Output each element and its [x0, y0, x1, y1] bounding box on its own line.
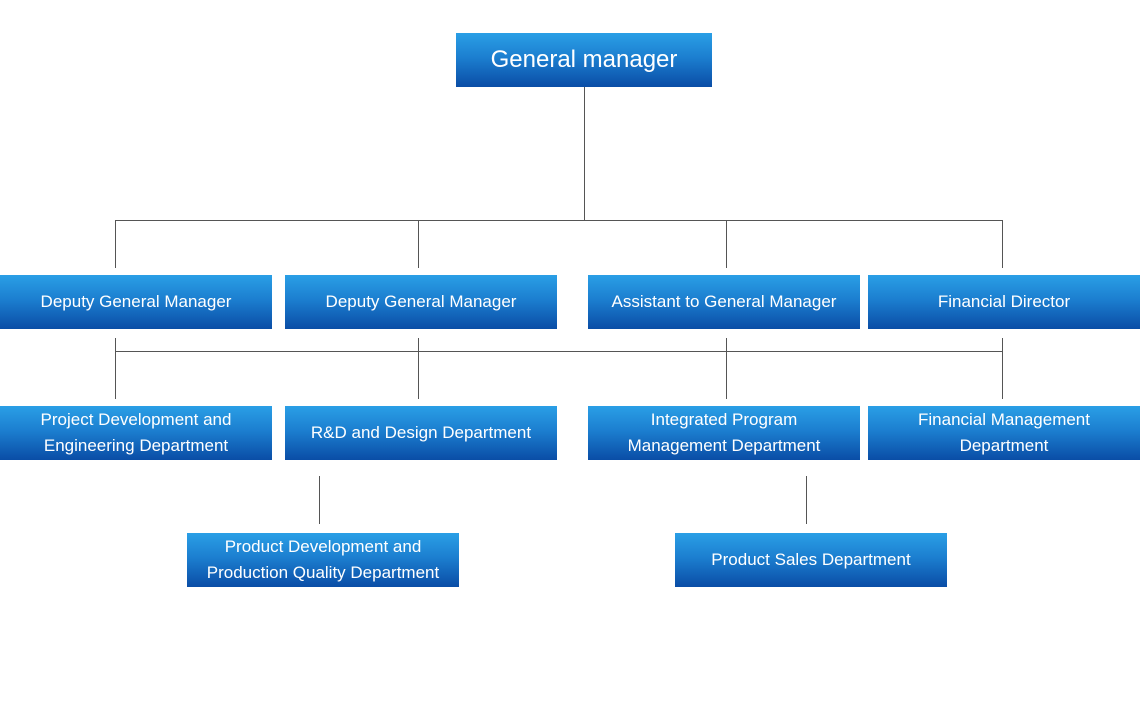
node-label-line-2: Department — [959, 436, 1049, 455]
node-product-development-quality-dept: Product Development and Production Quali… — [187, 533, 459, 587]
node-label: Deputy General Manager — [325, 292, 517, 311]
node-label: Financial Director — [937, 292, 1071, 311]
connector-level1-drop-4 — [1002, 220, 1003, 268]
connector-level2-bus — [115, 351, 1003, 352]
node-product-sales-dept: Product Sales Department — [675, 533, 947, 587]
node-label-line-1: Integrated Program — [650, 410, 798, 429]
connector-level1-bus — [115, 220, 1003, 221]
connector-root-down — [584, 87, 585, 220]
connector-level2-col-4 — [1002, 338, 1003, 399]
node-deputy-general-manager-1: Deputy General Manager — [0, 275, 272, 329]
connector-level1-drop-1 — [115, 220, 116, 268]
node-label-line-1: Product Development and — [224, 537, 422, 556]
node-label-line-2: Production Quality Department — [206, 563, 440, 582]
connector-level2-col-3 — [726, 338, 727, 399]
node-general-manager: General manager — [456, 33, 712, 87]
node-label-line-1: Project Development and — [40, 410, 232, 429]
node-deputy-general-manager-2: Deputy General Manager — [285, 275, 557, 329]
node-label: General manager — [490, 46, 678, 73]
node-assistant-to-general-manager: Assistant to General Manager — [588, 275, 860, 329]
node-label-line-2: Engineering Department — [43, 436, 229, 455]
node-financial-director: Financial Director — [868, 275, 1140, 329]
node-label-line-1: Financial Management — [918, 410, 1090, 429]
node-label: Product Sales Department — [711, 550, 911, 569]
node-label: Assistant to General Manager — [611, 292, 837, 311]
node-integrated-program-management-dept: Integrated Program Management Department — [588, 406, 860, 460]
node-financial-management-dept: Financial Management Department — [868, 406, 1140, 460]
node-project-development-engineering-dept: Project Development and Engineering Depa… — [0, 406, 272, 460]
node-label: Deputy General Manager — [40, 292, 232, 311]
connector-level2-col-2 — [418, 338, 419, 399]
node-label: R&D and Design Department — [310, 423, 532, 442]
connector-level1-drop-3 — [726, 220, 727, 268]
node-rd-design-dept: R&D and Design Department — [285, 406, 557, 460]
connector-level3-left — [319, 476, 320, 524]
node-label-line-2: Management Department — [627, 436, 821, 455]
connector-level1-drop-2 — [418, 220, 419, 268]
connector-level3-right — [806, 476, 807, 524]
connector-level2-col-1 — [115, 338, 116, 399]
